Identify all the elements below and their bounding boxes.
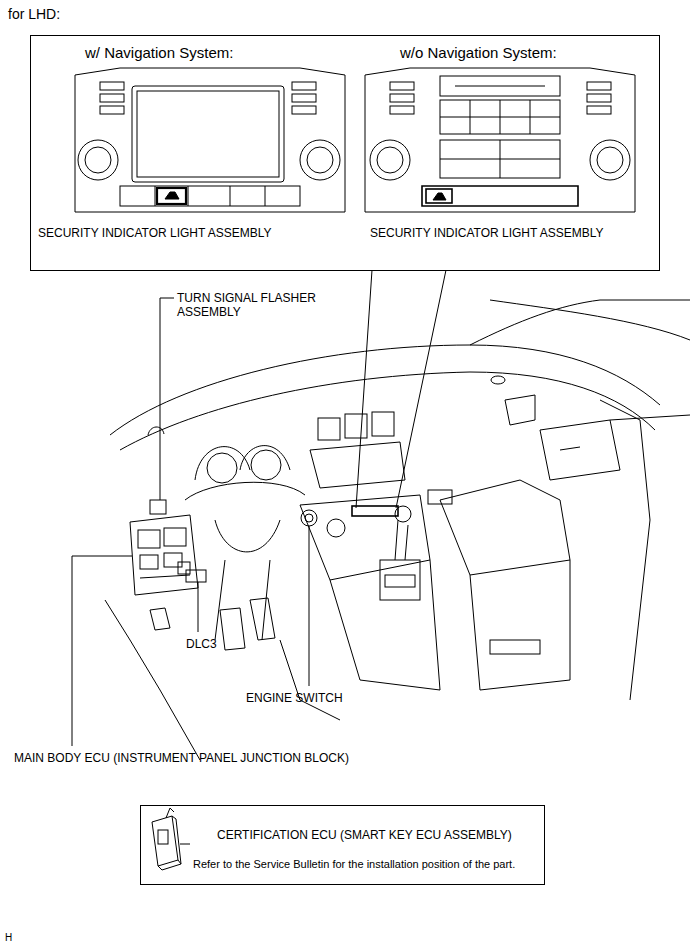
part-label: MAIN BODY ECU (INSTRUMENT PANEL JUNCTION… [14,751,349,765]
figure-code: H [5,932,12,944]
engine-switch [301,510,317,526]
dashboard [105,300,690,760]
audio-panel [365,68,635,212]
variant-heading: w/o Navigation System: [400,44,557,62]
note-text: Refer to the Service Bulletin for the in… [193,858,515,871]
leader-line [356,270,372,508]
leader-line [72,298,309,746]
part-label: CERTIFICATION ECU (SMART KEY ECU ASSEMBL… [217,828,512,842]
ecu-icon [152,808,181,870]
navigation-radio [75,68,345,212]
part-label: SECURITY INDICATOR LIGHT ASSEMBLY [370,226,604,240]
variant-heading: w/ Navigation System: [85,44,233,62]
part-label: DLC3 [186,637,217,651]
variant-heading: for LHD: [8,6,60,23]
part-label: ENGINE SWITCH [246,691,343,705]
part-label: TURN SIGNAL FLASHER ASSEMBLY [177,291,357,320]
note-box: CERTIFICATION ECU (SMART KEY ECU ASSEMBL… [140,805,545,885]
inset-frame: w/ Navigation System: w/o Navigation Syst… [30,35,660,271]
junction-block [130,500,198,595]
turn-signal-flasher [150,500,166,514]
part-label: SECURITY INDICATOR LIGHT ASSEMBLY [38,226,272,240]
leader-line [180,844,190,845]
dlc3-connector [186,570,206,582]
